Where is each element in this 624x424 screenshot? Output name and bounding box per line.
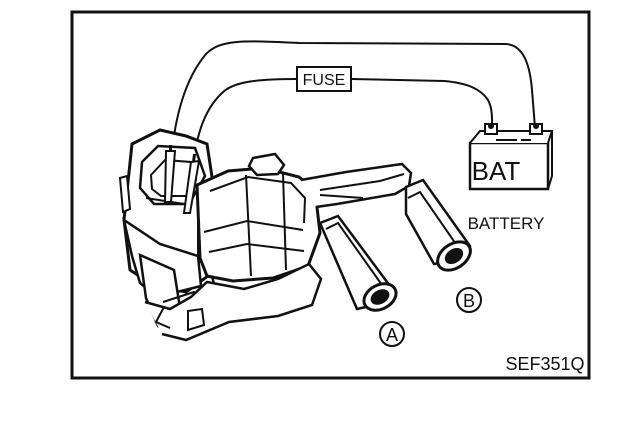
fuse-icon: FUSE — [292, 66, 356, 92]
fuse-label: FUSE — [303, 72, 346, 89]
port-b-label: B — [463, 291, 475, 311]
battery-label: BATTERY — [468, 214, 545, 233]
inner-wire-left — [193, 78, 298, 161]
solenoid-valve-icon — [118, 128, 413, 342]
figure-code: SEF351Q — [505, 354, 584, 374]
test-probe-icon — [163, 145, 201, 214]
port-b-marker: B — [456, 287, 482, 313]
outer-wire — [171, 40, 537, 150]
battery-icon: BAT BATTERY — [468, 123, 554, 233]
port-a-marker: A — [379, 321, 405, 347]
port-a-label: A — [386, 325, 398, 345]
valve-ports — [318, 178, 472, 312]
inner-wire-right — [350, 78, 494, 134]
wiring — [171, 40, 537, 161]
battery-face-label: BAT — [472, 156, 521, 186]
